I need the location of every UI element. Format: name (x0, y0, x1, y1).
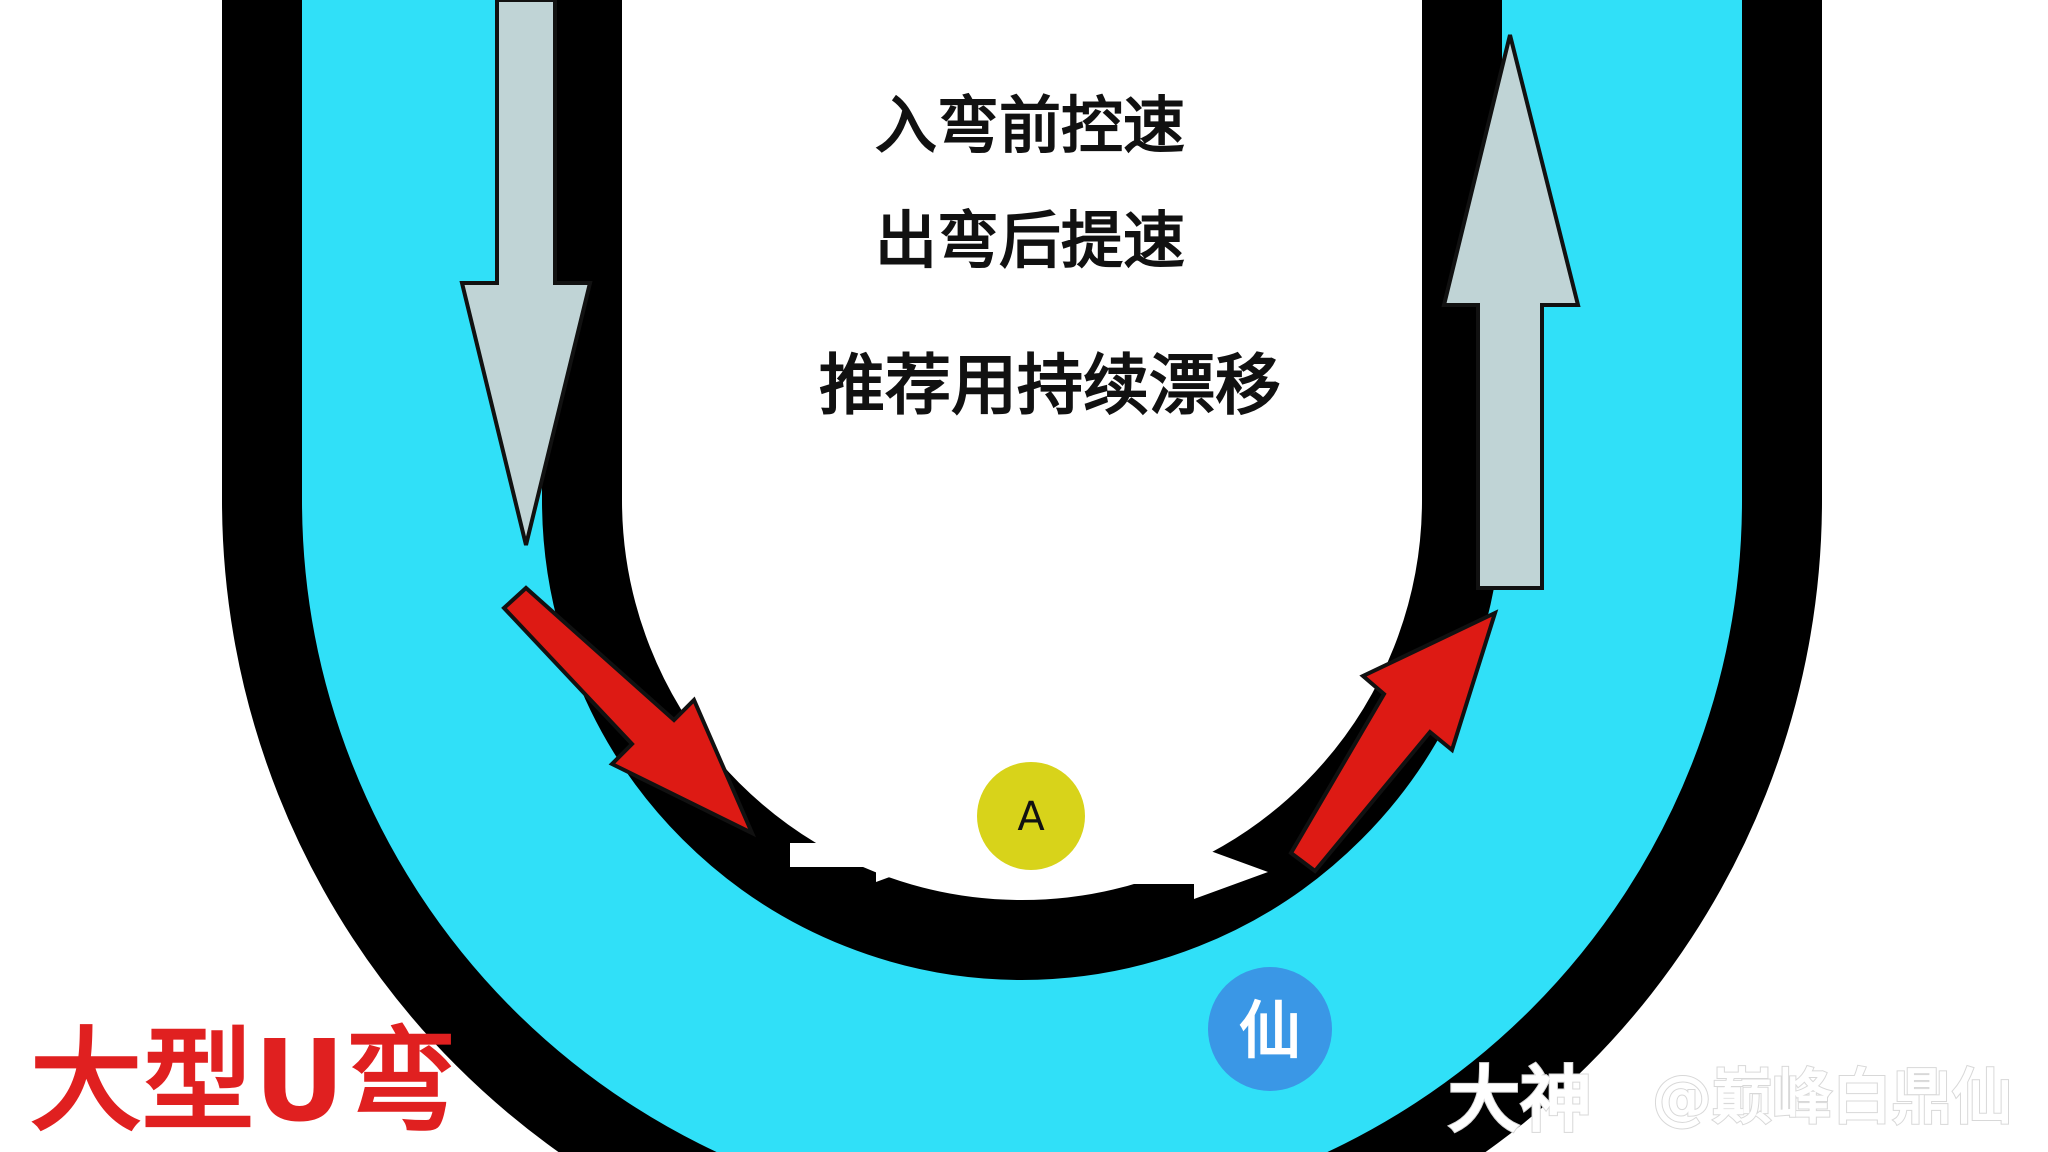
apex-arrow-left (790, 828, 950, 882)
tip-drift: 推荐用持续漂移 (819, 347, 1281, 424)
watermark-brand: 大神 (1448, 1058, 1592, 1142)
turn-out-arrow (1288, 609, 1499, 874)
badge-circle (1208, 967, 1332, 1091)
u-turn-track (222, 0, 1822, 1152)
apex-arrow-right (1108, 845, 1268, 899)
apex-marker-circle (977, 762, 1085, 870)
author-badge: 仙 (1208, 967, 1332, 1091)
tip-speed-control: 入弯前控速 (875, 89, 1185, 162)
apex-marker-label: A (1017, 794, 1045, 840)
track-surface (302, 0, 1742, 1152)
apex-arrows (790, 828, 1268, 899)
tips-text: 入弯前控速 出弯后提速 推荐用持续漂移 (819, 89, 1281, 424)
straight-arrows (459, 0, 1581, 590)
watermark-handle: @巅峰白鼎仙 (1652, 1063, 2012, 1133)
tip-accelerate: 出弯后提速 (875, 204, 1185, 277)
entry-straight-arrow (459, 0, 593, 546)
page-title: 大型U弯 (30, 1017, 457, 1147)
badge-label: 仙 (1239, 994, 1301, 1067)
apex-marker: A (977, 762, 1085, 870)
exit-straight-arrow (1441, 34, 1581, 590)
turn-in-arrow (501, 585, 757, 838)
turn-arrows (501, 585, 1499, 874)
watermark: 大神 @巅峰白鼎仙 (1447, 1057, 2013, 1143)
